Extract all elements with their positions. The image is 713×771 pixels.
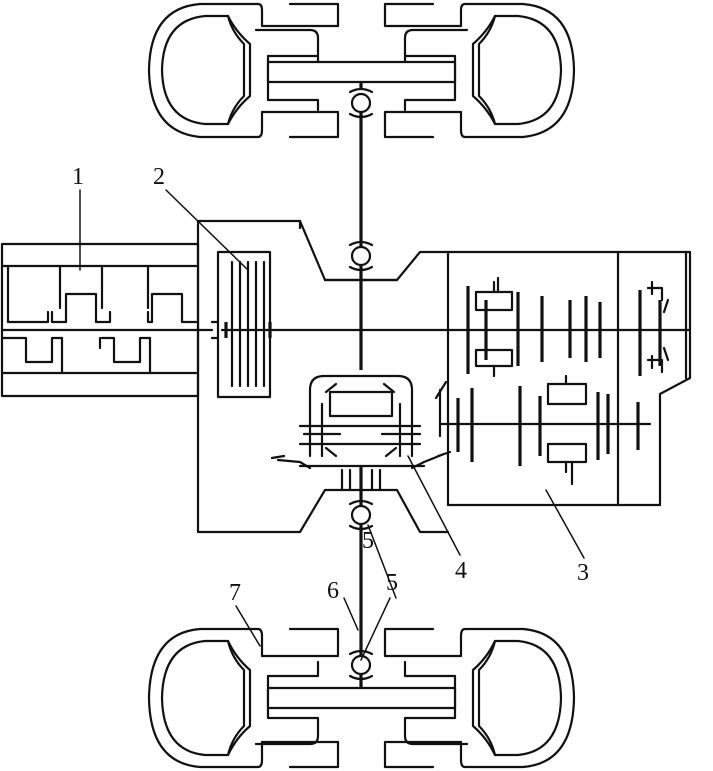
label-1: 1 <box>72 164 84 190</box>
front-axle-beam <box>266 60 457 84</box>
front-lower-joint <box>350 245 372 267</box>
front-axle-assembly <box>147 2 576 272</box>
front-left-wheel <box>147 2 340 139</box>
front-upper-joint <box>350 92 372 114</box>
label-2: 2 <box>153 164 165 190</box>
gearbox <box>438 250 692 507</box>
engine <box>0 242 214 398</box>
rear-left-wheel <box>147 627 340 769</box>
rear-axle-assembly <box>147 499 576 769</box>
label-7: 7 <box>229 580 241 606</box>
leader-lines <box>79 189 585 661</box>
label-5-lower: 5 <box>386 570 398 596</box>
label-3: 3 <box>577 560 589 586</box>
clutch <box>210 250 442 399</box>
rear-axle-beam <box>266 686 457 710</box>
rear-upper-joint <box>350 504 372 526</box>
label-4: 4 <box>455 558 467 584</box>
label-5-upper: 5 <box>362 528 374 554</box>
label-6: 6 <box>327 578 339 604</box>
center-housing <box>196 219 452 534</box>
callout-labels: 1 2 3 4 5 5 6 7 <box>72 164 589 606</box>
